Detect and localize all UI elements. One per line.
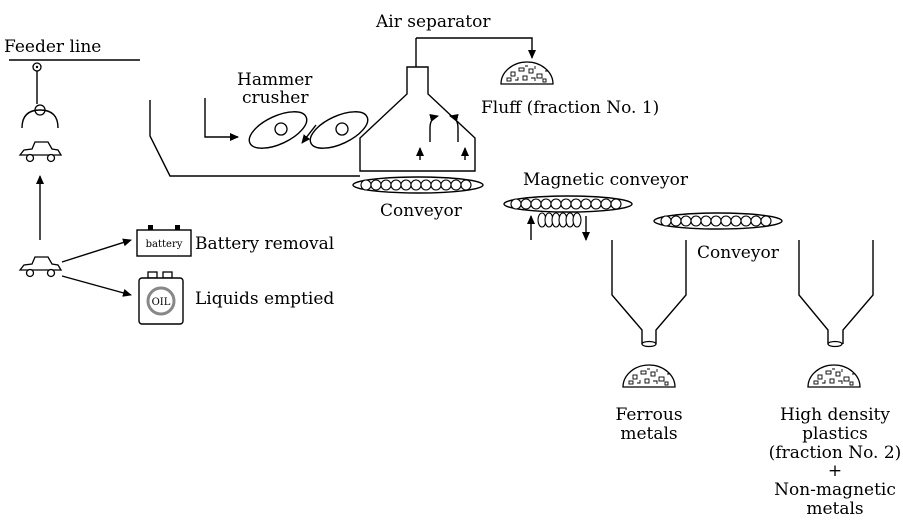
arrow-icon: [204, 98, 239, 141]
ferrous-label-1: Ferrous: [615, 405, 682, 425]
ferrous-hopper: [611, 240, 687, 348]
liquids-emptied-label: Liquids emptied: [195, 289, 334, 309]
car-icon: [19, 141, 62, 163]
fluff-pile-icon: [622, 364, 676, 388]
arrow-icon: [61, 238, 132, 263]
hdp-label-3: (fraction No. 2): [769, 443, 902, 463]
plastics-hopper: [798, 240, 874, 348]
air-separator-label: Air separator: [375, 12, 491, 32]
conveyor-label-1: Conveyor: [380, 201, 463, 221]
car-icon: [19, 256, 62, 278]
air-separator: [359, 37, 536, 172]
fluff-label: Fluff (fraction No. 1): [481, 98, 659, 118]
hammer-crusher-label-1: Hammer: [237, 70, 313, 90]
fluff-pile-icon: [500, 61, 554, 85]
hdp-label-4: Non-magnetic: [774, 480, 896, 500]
feeder-line-label: Feeder line: [4, 37, 101, 57]
hdp-label-5: metals: [806, 499, 863, 519]
arrow-icon: [301, 124, 317, 144]
magnetic-conveyor: [503, 195, 633, 241]
conveyor-2: [653, 212, 783, 230]
hdp-plus: +: [828, 461, 842, 481]
battery-icon: battery: [136, 225, 192, 257]
ferrous-label-2: metals: [620, 424, 677, 444]
conveyor-1: [352, 176, 484, 194]
hook-icon: [21, 109, 59, 129]
conveyor-label-2: Conveyor: [697, 243, 780, 263]
hdp-label-1: High density: [780, 405, 890, 425]
magnetic-conveyor-label: Magnetic conveyor: [523, 170, 689, 190]
hdp-label-2: plastics: [802, 424, 868, 444]
oil-icon-text: OIL: [152, 297, 171, 308]
battery-icon-text: battery: [146, 239, 183, 250]
hammer-disc-icon: [243, 103, 313, 157]
feeder-line: Feeder line: [4, 37, 140, 116]
hammer-crusher-label-2: crusher: [242, 88, 309, 108]
oil-can-icon: OIL: [138, 271, 184, 325]
arrow-icon: [61, 275, 132, 297]
fluff-pile-icon: [807, 364, 861, 388]
battery-removal-label: Battery removal: [195, 234, 334, 254]
